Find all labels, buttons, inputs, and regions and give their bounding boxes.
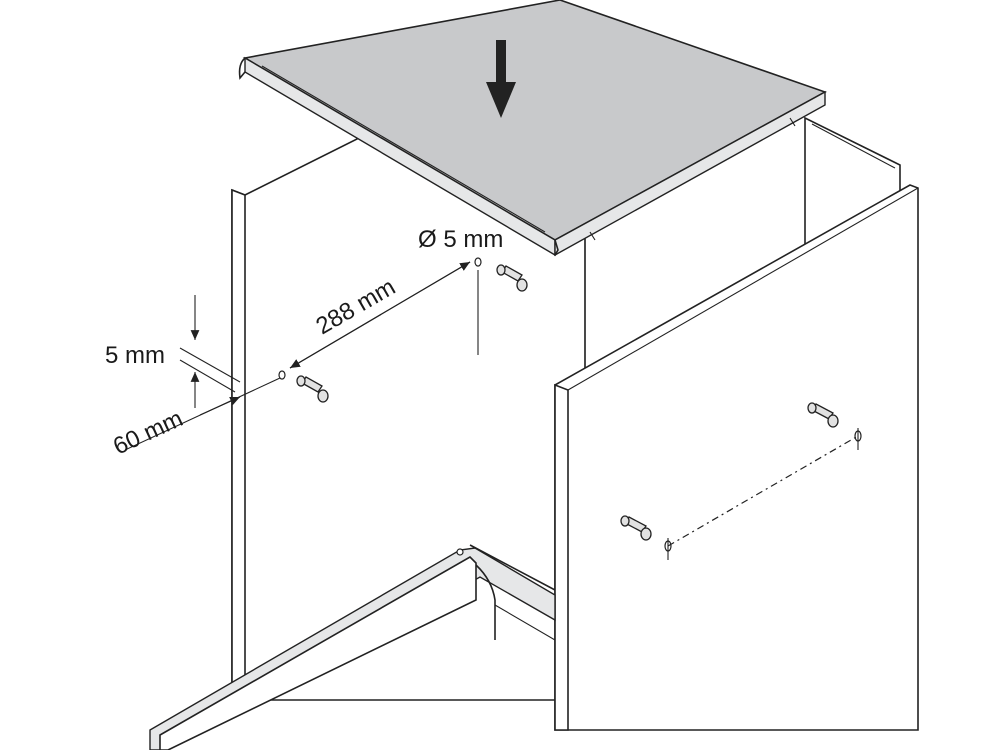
label-setback-vertical: 5 mm: [105, 342, 165, 369]
label-setback-horizontal: 60 mm: [109, 405, 187, 460]
pin-alignment-line: [667, 435, 859, 547]
shelf-pin-left-back: [474, 257, 528, 292]
drawer-bottom: [149, 544, 556, 750]
right-side-panel: [554, 184, 919, 731]
dimension-288: [289, 261, 479, 369]
arrow-down-icon: [486, 40, 516, 118]
label-hole-diameter: Ø 5 mm: [418, 226, 503, 253]
dimension-60: [124, 377, 281, 451]
shelf-pin-left-front: [278, 370, 329, 403]
shelf-pin-right-back: [807, 402, 862, 450]
dimension-5: [179, 295, 241, 408]
shelf-panel: [238, 0, 827, 257]
